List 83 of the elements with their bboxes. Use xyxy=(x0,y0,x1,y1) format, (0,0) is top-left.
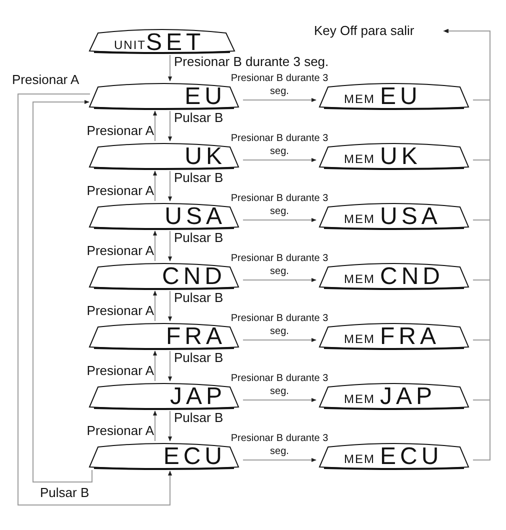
edge-label: Presionar B durante 3 seg. xyxy=(230,252,330,278)
arrow xyxy=(242,278,316,282)
display-value: USA xyxy=(164,205,226,229)
edge-label: Pulsar B xyxy=(40,485,90,501)
edge-label: Pulsar B xyxy=(174,230,224,246)
arrow xyxy=(152,170,158,202)
lcd-display xyxy=(88,382,240,410)
lcd-display xyxy=(88,262,240,290)
edge-label: Presionar B durante 3 seg. xyxy=(230,432,330,458)
edge-label: Presionar B durante 3 seg. xyxy=(230,312,330,338)
exit-note: Key Off para salir xyxy=(314,22,414,40)
arrow xyxy=(152,350,158,382)
display-value: FRA xyxy=(166,325,226,349)
arrow xyxy=(242,458,316,462)
edge-label: Pulsar B xyxy=(174,110,224,126)
edge-label: Presionar A xyxy=(12,72,80,88)
arrow xyxy=(242,158,316,162)
display-value: FRA xyxy=(380,325,440,349)
display-value: ECU xyxy=(380,445,443,469)
arrow xyxy=(168,410,172,442)
arrow xyxy=(168,170,172,202)
display-label: MEM xyxy=(344,393,375,405)
arrow xyxy=(168,110,172,142)
arrow xyxy=(168,350,172,382)
arrow xyxy=(18,94,172,506)
lcd-display xyxy=(88,142,240,170)
display-value: UK xyxy=(184,145,226,169)
arrow xyxy=(168,54,172,82)
arrow xyxy=(152,290,158,322)
display-value: EU xyxy=(184,85,226,109)
edge-label: Presionar B durante 3 seg. xyxy=(230,132,330,158)
display-label: MEM xyxy=(344,273,375,285)
edge-label: Pulsar B xyxy=(174,410,224,426)
edge-label: Presionar A xyxy=(86,303,154,319)
arrow xyxy=(32,100,92,482)
display-value: CND xyxy=(162,265,226,289)
lcd-display xyxy=(318,322,470,350)
lcd-display xyxy=(88,28,236,54)
lcd-display xyxy=(318,142,470,170)
lcd-display xyxy=(318,82,470,110)
edge-label: Presionar A xyxy=(86,183,154,199)
display-value: JAP xyxy=(380,385,436,409)
arrow xyxy=(168,290,172,322)
arrow xyxy=(242,398,316,402)
edge-label: Presionar B durante 3 seg. xyxy=(230,72,330,98)
edge-label: Presionar B durante 3 seg. xyxy=(174,54,329,70)
arrow xyxy=(242,338,316,342)
edge-label: Pulsar B xyxy=(174,350,224,366)
display-label: MEM xyxy=(344,333,375,345)
arrow xyxy=(152,410,158,442)
edge-label: Presionar A xyxy=(86,423,154,439)
arrow xyxy=(168,230,172,262)
lcd-display xyxy=(88,202,240,230)
edge-label: Presionar B durante 3 seg. xyxy=(230,372,330,398)
edge-label: Presionar A xyxy=(86,243,154,259)
lcd-display xyxy=(88,82,240,110)
display-value: SET xyxy=(146,31,205,55)
display-value: CND xyxy=(380,265,444,289)
display-value: JAP xyxy=(170,385,226,409)
display-label: MEM xyxy=(344,93,375,105)
lcd-display xyxy=(318,202,470,230)
edge-label: Pulsar B xyxy=(174,170,224,186)
edge-label: Presionar A xyxy=(86,123,154,139)
lcd-display xyxy=(318,262,470,290)
display-label: MEM xyxy=(344,213,375,225)
display-value: UK xyxy=(380,145,422,169)
display-value: USA xyxy=(380,205,442,229)
edge-label: Pulsar B xyxy=(174,290,224,306)
lcd-display xyxy=(318,382,470,410)
arrow xyxy=(242,218,316,222)
display-label: MEM xyxy=(344,453,375,465)
lcd-display xyxy=(88,442,240,470)
display-label: UNIT xyxy=(114,39,146,51)
edge-label: Presionar B durante 3 seg. xyxy=(230,192,330,218)
arrow xyxy=(152,230,158,262)
lcd-display xyxy=(88,322,240,350)
arrow xyxy=(242,98,316,102)
display-label: MEM xyxy=(344,153,375,165)
display-value: EU xyxy=(380,85,422,109)
lcd-display xyxy=(318,442,470,470)
display-value: ECU xyxy=(163,445,226,469)
edge-label: Presionar A xyxy=(86,363,154,379)
arrow xyxy=(152,110,158,142)
